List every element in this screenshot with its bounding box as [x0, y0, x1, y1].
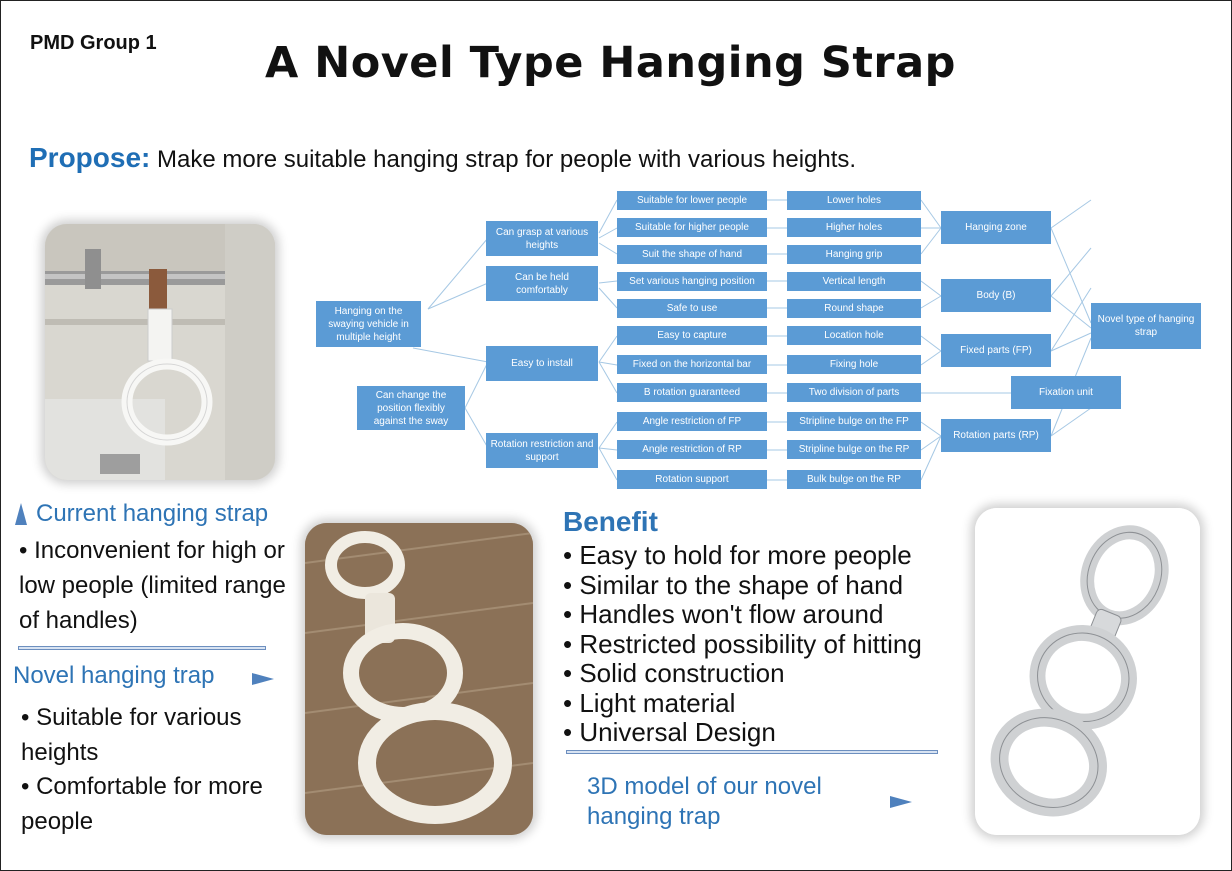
node-bulk-bulge: Bulk bulge on the RP	[787, 470, 921, 489]
node-set-position: Set various hanging position	[617, 272, 767, 291]
node-grasp-heights: Can grasp at various heights	[486, 221, 598, 256]
node-suit-hand: Suit the shape of hand	[617, 245, 767, 264]
novel-bullet-1: • Suitable for various heights	[21, 704, 242, 766]
diagram-connectors	[412, 199, 1122, 481]
node-safe-use: Safe to use	[617, 299, 767, 318]
benefit-item: • Handles won't flow around	[563, 599, 884, 629]
novel-strap-heading: Novel hanging trap	[13, 662, 215, 689]
novel-bullet-2: • Comfortable for more people	[21, 773, 263, 835]
node-easy-install: Easy to install	[486, 346, 598, 381]
node-fixation-unit: Fixation unit	[1011, 376, 1121, 409]
node-stripline-fp: Stripline bulge on the FP	[787, 412, 921, 431]
node-hanging-grip: Hanging grip	[787, 245, 921, 264]
node-fixed-bar: Fixed on the horizontal bar	[617, 355, 767, 374]
node-can-change-position: Can change the position flexibly against…	[357, 386, 465, 430]
node-hanging-on-vehicle: Hanging on the swaying vehicle in multip…	[316, 301, 421, 347]
node-easy-capture: Easy to capture	[617, 326, 767, 345]
arrow-right-icon	[890, 796, 912, 808]
node-b-rotation: B rotation guaranteed	[617, 383, 767, 402]
node-angle-fp: Angle restriction of FP	[617, 412, 767, 431]
node-stripline-rp: Stripline bulge on the RP	[787, 440, 921, 459]
benefit-item: • Easy to hold for more people	[563, 540, 912, 570]
propose-line: Propose: Make more suitable hanging stra…	[29, 142, 856, 174]
node-rotation-support: Rotation support	[617, 470, 767, 489]
node-held-comfortably: Can be held comfortably	[486, 266, 598, 301]
benefit-list: • Easy to hold for more people • Similar…	[563, 540, 922, 748]
node-novel-type: Novel type of hanging strap	[1091, 303, 1201, 349]
divider-left	[18, 646, 266, 650]
benefit-item: • Restricted possibility of hitting	[563, 628, 922, 659]
benefit-item: • Universal Design	[563, 717, 776, 747]
page-title: A Novel Type Hanging Strap	[265, 38, 956, 88]
node-rotation-parts: Rotation parts (RP)	[941, 419, 1051, 452]
benefit-item: • Light material	[563, 687, 736, 718]
node-lower-holes: Lower holes	[787, 191, 921, 210]
propose-label: Propose:	[29, 142, 151, 173]
node-suitable-lower: Suitable for lower people	[617, 191, 767, 210]
propose-text: Make more suitable hanging strap for peo…	[157, 146, 857, 173]
node-vertical-length: Vertical length	[787, 272, 921, 291]
node-round-shape: Round shape	[787, 299, 921, 318]
function-tree-diagram: Hanging on the swaying vehicle in multip…	[313, 188, 1203, 492]
node-fixed-parts: Fixed parts (FP)	[941, 334, 1051, 367]
node-rotation-restriction: Rotation restriction and support	[486, 433, 598, 468]
node-suitable-higher: Suitable for higher people	[617, 218, 767, 237]
node-body-b: Body (B)	[941, 279, 1051, 312]
current-strap-photo	[45, 224, 275, 480]
prototype-photo	[305, 523, 533, 835]
node-location-hole: Location hole	[787, 326, 921, 345]
triangle-up-icon	[15, 503, 27, 525]
arrow-right-icon	[252, 673, 274, 685]
benefit-heading: Benefit	[563, 506, 658, 537]
node-fixing-hole: Fixing hole	[787, 355, 921, 374]
3d-model-render	[975, 508, 1200, 835]
model-caption: 3D model of our novel hanging trap	[587, 773, 822, 830]
node-higher-holes: Higher holes	[787, 218, 921, 237]
divider-right	[566, 750, 938, 754]
group-label: PMD Group 1	[30, 32, 157, 54]
node-two-division: Two division of parts	[787, 383, 921, 402]
current-strap-heading: Current hanging strap	[36, 500, 269, 527]
current-strap-bullet: • Inconvenient for high or low people (l…	[19, 537, 286, 634]
benefit-item: • Similar to the shape of hand	[563, 569, 904, 600]
benefit-item: • Solid construction	[563, 658, 785, 688]
node-angle-rp: Angle restriction of RP	[617, 440, 767, 459]
node-hanging-zone: Hanging zone	[941, 211, 1051, 244]
